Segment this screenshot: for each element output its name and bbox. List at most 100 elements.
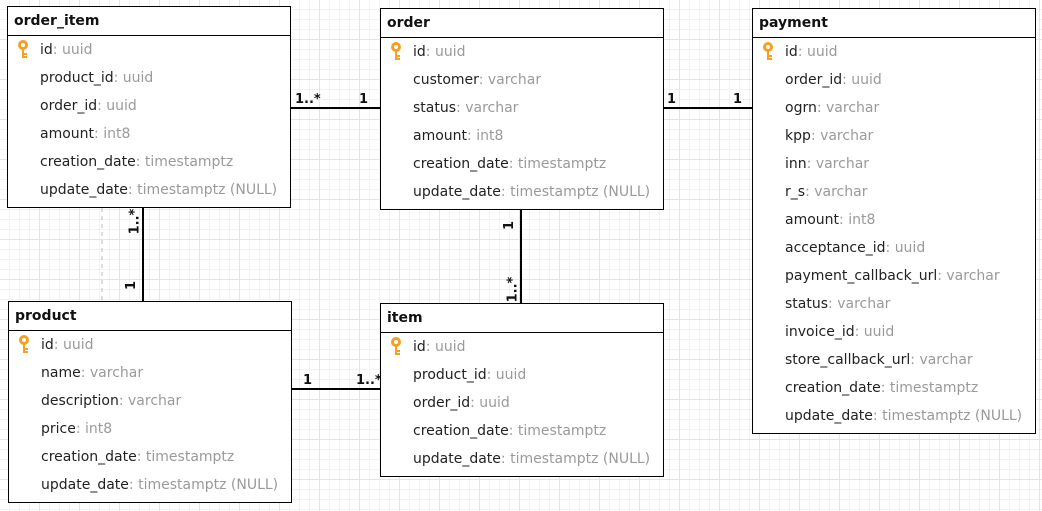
attribute-row[interactable]: amount: int8 — [8, 120, 290, 148]
attribute-row[interactable]: kpp: varchar — [753, 122, 1035, 150]
attribute-row[interactable]: update_date: timestamptz (NULL) — [8, 176, 290, 204]
attribute-type: varchar — [89, 365, 144, 381]
attribute-type: timestamptz — [517, 423, 607, 439]
attribute-row[interactable]: name: varchar — [9, 359, 291, 387]
attribute-separator: : — [127, 182, 138, 198]
attribute-separator: : — [486, 367, 496, 383]
attribute-row[interactable]: r_s: varchar — [753, 178, 1035, 206]
attribute-row[interactable]: invoice_id: uuid — [753, 318, 1035, 346]
attribute-row[interactable]: price: int8 — [9, 415, 291, 443]
attribute-separator: : — [425, 44, 435, 60]
attribute-name: creation_date — [41, 449, 137, 465]
attribute-row[interactable]: inn: varchar — [753, 150, 1035, 178]
attribute-row[interactable]: update_date: timestamptz (NULL) — [381, 178, 663, 206]
attribute-row[interactable]: creation_date: timestamptz — [381, 150, 663, 178]
attribute-name: invoice_id — [785, 324, 855, 340]
attribute-row[interactable]: amount: int8 — [753, 206, 1035, 234]
attribute-row[interactable]: amount: int8 — [381, 122, 663, 150]
attribute-separator: : — [937, 268, 947, 284]
attribute-row[interactable]: id: uuid — [381, 38, 663, 66]
attribute-row[interactable]: creation_date: timestamptz — [753, 374, 1035, 402]
cardinality-order-payment-to: 1 — [733, 92, 743, 107]
attribute-separator: : — [508, 423, 518, 439]
attribute-row[interactable]: id: uuid — [9, 331, 291, 359]
attribute-row[interactable]: creation_date: timestamptz — [9, 443, 291, 471]
attribute-type: uuid — [61, 42, 93, 58]
attribute-row[interactable]: product_id: uuid — [8, 64, 290, 92]
attribute-type: varchar — [815, 156, 870, 172]
attribute-row[interactable]: update_date: timestamptz (NULL) — [381, 445, 663, 473]
attribute-type: uuid — [434, 339, 466, 355]
attribute-row[interactable]: id: uuid — [8, 36, 290, 64]
attribute-separator: : — [910, 352, 920, 368]
attribute-type: varchar — [128, 393, 182, 409]
attribute-separator: : — [425, 339, 435, 355]
cardinality-order-item-to: 1..* — [505, 276, 521, 303]
attribute-type: uuid — [851, 72, 882, 88]
attribute-separator: : — [828, 296, 838, 312]
attribute-separator: : — [806, 156, 816, 172]
attribute-separator: : — [872, 408, 883, 424]
attribute-type: uuid — [894, 240, 926, 256]
attribute-row[interactable]: description: varchar — [9, 387, 291, 415]
attribute-separator: : — [500, 184, 511, 200]
cardinality-order_item-product-to: 1 — [124, 280, 140, 291]
attribute-separator: : — [797, 44, 807, 60]
attribute-type: timestamptz (NULL) — [510, 184, 651, 200]
attribute-row[interactable]: creation_date: timestamptz — [8, 148, 290, 176]
attribute-type: varchar — [837, 296, 891, 312]
attribute-row[interactable]: order_id: uuid — [381, 389, 663, 417]
attribute-name: kpp — [785, 128, 811, 144]
attribute-name: order_id — [785, 72, 843, 88]
attribute-row[interactable]: status: varchar — [381, 94, 663, 122]
attribute-row[interactable]: creation_date: timestamptz — [381, 417, 663, 445]
attribute-name: customer — [413, 72, 479, 88]
attribute-name: creation_date — [785, 380, 881, 396]
attribute-row[interactable]: order_id: uuid — [8, 92, 290, 120]
cardinality-order_item-order-from: 1..* — [295, 92, 321, 107]
key-icon — [16, 39, 30, 59]
attribute-row[interactable]: update_date: timestamptz (NULL) — [9, 471, 291, 499]
attribute-row[interactable]: product_id: uuid — [381, 361, 663, 389]
attribute-row[interactable]: id: uuid — [753, 38, 1035, 66]
attribute-row[interactable]: status: varchar — [753, 290, 1035, 318]
cardinality-order-item-from: 1 — [502, 220, 518, 231]
attribute-row[interactable]: update_date: timestamptz (NULL) — [753, 402, 1035, 430]
attribute-type: varchar — [465, 100, 519, 116]
attribute-type: varchar — [820, 128, 874, 144]
attribute-separator: : — [842, 72, 852, 88]
attribute-name: amount — [785, 212, 840, 228]
attribute-name: update_date — [41, 477, 129, 493]
attribute-type: timestamptz — [517, 156, 607, 172]
attribute-row[interactable]: store_callback_url: varchar — [753, 346, 1035, 374]
attribute-name: r_s — [785, 184, 806, 200]
attribute-name: update_date — [413, 184, 501, 200]
attribute-type: timestamptz — [144, 154, 234, 170]
attribute-name: description — [41, 393, 119, 409]
attribute-name: id — [40, 42, 53, 58]
attribute-name: creation_date — [413, 156, 509, 172]
attribute-type: varchar — [919, 352, 973, 368]
cardinality-order_item-product-from: 1..* — [127, 208, 143, 235]
attribute-row[interactable]: order_id: uuid — [753, 66, 1035, 94]
attribute-row[interactable]: id: uuid — [381, 333, 663, 361]
key-icon — [389, 336, 403, 356]
attribute-type: int8 — [476, 128, 504, 144]
attribute-row[interactable]: ogrn: varchar — [753, 94, 1035, 122]
attribute-separator: : — [118, 393, 129, 409]
attribute-name: creation_date — [40, 154, 136, 170]
attribute-name: product_id — [413, 367, 487, 383]
attribute-name: update_date — [413, 451, 501, 467]
attribute-separator: : — [128, 477, 139, 493]
key-icon — [389, 41, 403, 61]
attribute-separator: : — [880, 380, 890, 396]
attribute-row[interactable]: payment_callback_url: varchar — [753, 262, 1035, 290]
attribute-row[interactable]: acceptance_id: uuid — [753, 234, 1035, 262]
attribute-type: timestamptz (NULL) — [510, 451, 651, 467]
attribute-row[interactable]: customer: varchar — [381, 66, 663, 94]
